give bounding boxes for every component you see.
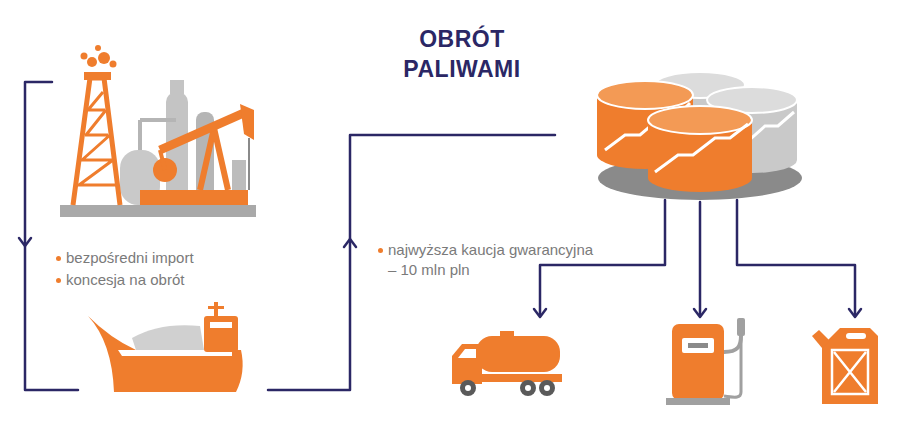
- tanker-ship-illustration: [88, 302, 243, 392]
- diagram-title: OBRÓT PALIWAMI: [367, 24, 557, 84]
- storage-tanks-illustration: [597, 72, 802, 200]
- note-label: koncesja na obrót: [66, 270, 286, 290]
- note-label: najwyższa kaucja gwarancyjna – 10 mln pl…: [388, 240, 600, 280]
- tank-truck-illustration: [452, 331, 562, 396]
- fuel-pump-illustration: [666, 318, 745, 405]
- oil-rig-illustration: [60, 45, 256, 217]
- flow-lines: [19, 82, 861, 390]
- note-label: bezpośredni import: [66, 248, 286, 268]
- fuel-canister-illustration: [812, 328, 878, 404]
